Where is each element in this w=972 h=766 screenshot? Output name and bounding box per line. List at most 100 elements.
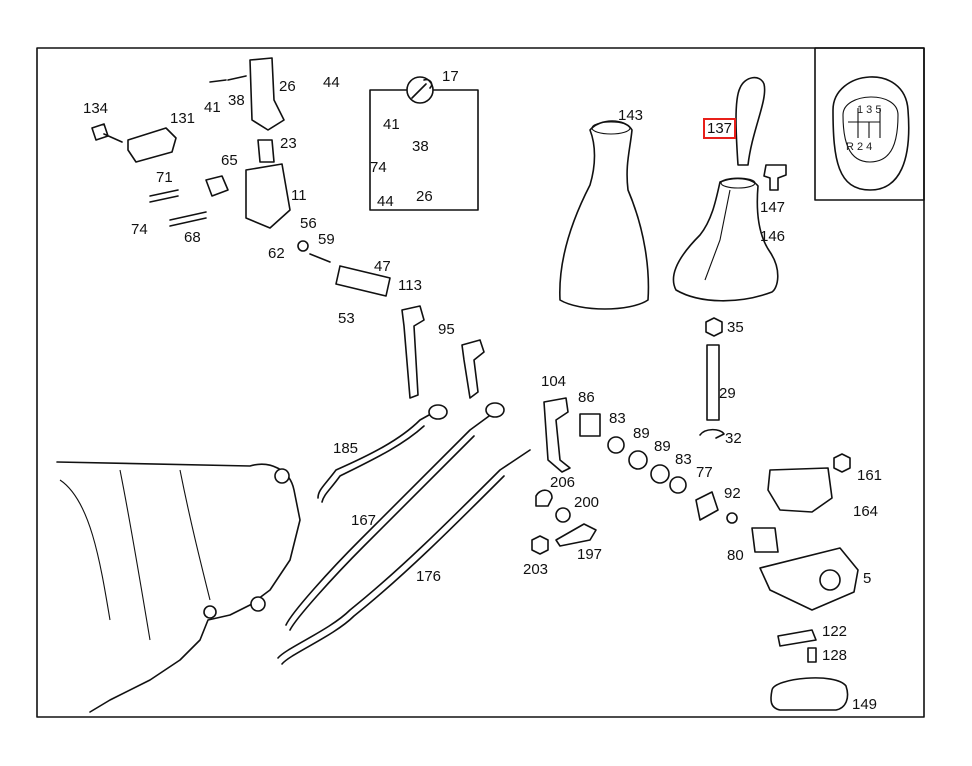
washer-83 <box>607 436 625 454</box>
bushing-86 <box>579 413 601 437</box>
label-89: 89 <box>633 425 650 442</box>
boot-143 <box>559 120 650 310</box>
shift-pattern-inset <box>814 47 925 201</box>
shaft-47 <box>335 265 391 297</box>
cable-176 <box>277 449 531 659</box>
label-113: 113 <box>398 277 422 294</box>
label-26: 26 <box>279 78 296 95</box>
spring-23 <box>257 139 275 163</box>
label-23: 23 <box>280 135 297 152</box>
label-44b: 44 <box>377 193 394 210</box>
label-95: 95 <box>438 321 455 338</box>
seal-149 <box>770 677 849 711</box>
clip-122 <box>777 629 817 647</box>
shift-pattern-top: 1 3 5 <box>857 104 882 116</box>
label-38b: 38 <box>412 138 429 155</box>
shift-pattern-bottom: R 2 4 <box>846 141 873 153</box>
label-200: 200 <box>574 494 600 511</box>
label-29: 29 <box>719 385 736 402</box>
label-137-highlighted: 137 <box>703 118 737 139</box>
transmission-outline <box>56 461 301 713</box>
label-41: 41 <box>204 99 221 116</box>
cable-167 <box>285 407 501 626</box>
washer-89 <box>628 450 648 470</box>
label-62: 62 <box>268 245 285 262</box>
label-167: 167 <box>351 512 377 529</box>
label-197: 197 <box>577 546 603 563</box>
label-92: 92 <box>724 485 741 502</box>
washer-89b <box>650 464 670 484</box>
clip-147 <box>763 164 787 191</box>
label-161: 161 <box>857 467 883 484</box>
bushing-80 <box>751 527 779 553</box>
pin-41 <box>209 75 247 83</box>
diagram-frame <box>36 47 925 718</box>
label-65: 65 <box>221 152 238 169</box>
washer-83b <box>669 476 687 494</box>
label-203: 203 <box>523 561 549 578</box>
label-41b: 41 <box>383 116 400 133</box>
label-128: 128 <box>822 647 848 664</box>
clip-32 <box>699 428 725 439</box>
housing-5 <box>759 547 859 611</box>
label-35: 35 <box>727 319 744 336</box>
stud-29 <box>706 344 720 421</box>
label-11: 11 <box>291 187 307 204</box>
label-143: 143 <box>618 107 644 124</box>
spring-59 <box>309 253 331 263</box>
label-83: 83 <box>609 410 626 427</box>
label-80: 80 <box>727 547 744 564</box>
label-164: 164 <box>853 503 879 520</box>
label-5: 5 <box>863 570 872 587</box>
label-71: 71 <box>156 169 173 186</box>
label-26b: 26 <box>416 188 433 205</box>
label-47: 47 <box>374 258 391 275</box>
label-86: 86 <box>578 389 595 406</box>
label-32: 32 <box>725 430 742 447</box>
label-131: 131 <box>170 110 196 127</box>
label-146: 146 <box>760 228 786 245</box>
plate-77 <box>695 491 719 521</box>
label-53: 53 <box>338 310 355 327</box>
pin-92 <box>726 512 738 524</box>
part-200 <box>555 507 571 523</box>
label-74b: 74 <box>370 159 387 176</box>
label-206: 206 <box>550 474 576 491</box>
pin-71 <box>149 189 179 203</box>
lever-104 <box>543 397 571 473</box>
washer-56 <box>297 240 309 252</box>
nut-35 <box>705 317 723 337</box>
label-149: 149 <box>852 696 878 713</box>
bracket-164 <box>767 467 833 513</box>
bracket-131 <box>127 127 177 163</box>
label-176: 176 <box>416 568 442 585</box>
screw-128 <box>807 647 817 663</box>
boot-146 <box>672 177 779 302</box>
label-59: 59 <box>318 231 335 248</box>
label-122: 122 <box>822 623 848 640</box>
cable-185 <box>317 409 439 499</box>
bolt-161 <box>833 453 851 473</box>
label-185: 185 <box>333 440 359 457</box>
label-17: 17 <box>442 68 459 85</box>
nut-203 <box>531 535 549 555</box>
lever-95 <box>461 339 485 399</box>
label-89b: 89 <box>654 438 671 455</box>
label-38: 38 <box>228 92 245 109</box>
lever-113 <box>401 305 425 399</box>
shift-knob-top-view <box>832 76 910 191</box>
label-77: 77 <box>696 464 713 481</box>
housing-11 <box>245 163 291 229</box>
part-197 <box>555 523 597 547</box>
shift-knob-137 <box>735 76 766 166</box>
selector-26 <box>249 57 285 131</box>
label-83b: 83 <box>675 451 692 468</box>
label-56: 56 <box>300 215 317 232</box>
label-104: 104 <box>541 373 567 390</box>
part-65 <box>205 175 229 197</box>
label-44: 44 <box>323 74 340 91</box>
pin-68 <box>169 211 207 227</box>
label-68: 68 <box>184 229 201 246</box>
